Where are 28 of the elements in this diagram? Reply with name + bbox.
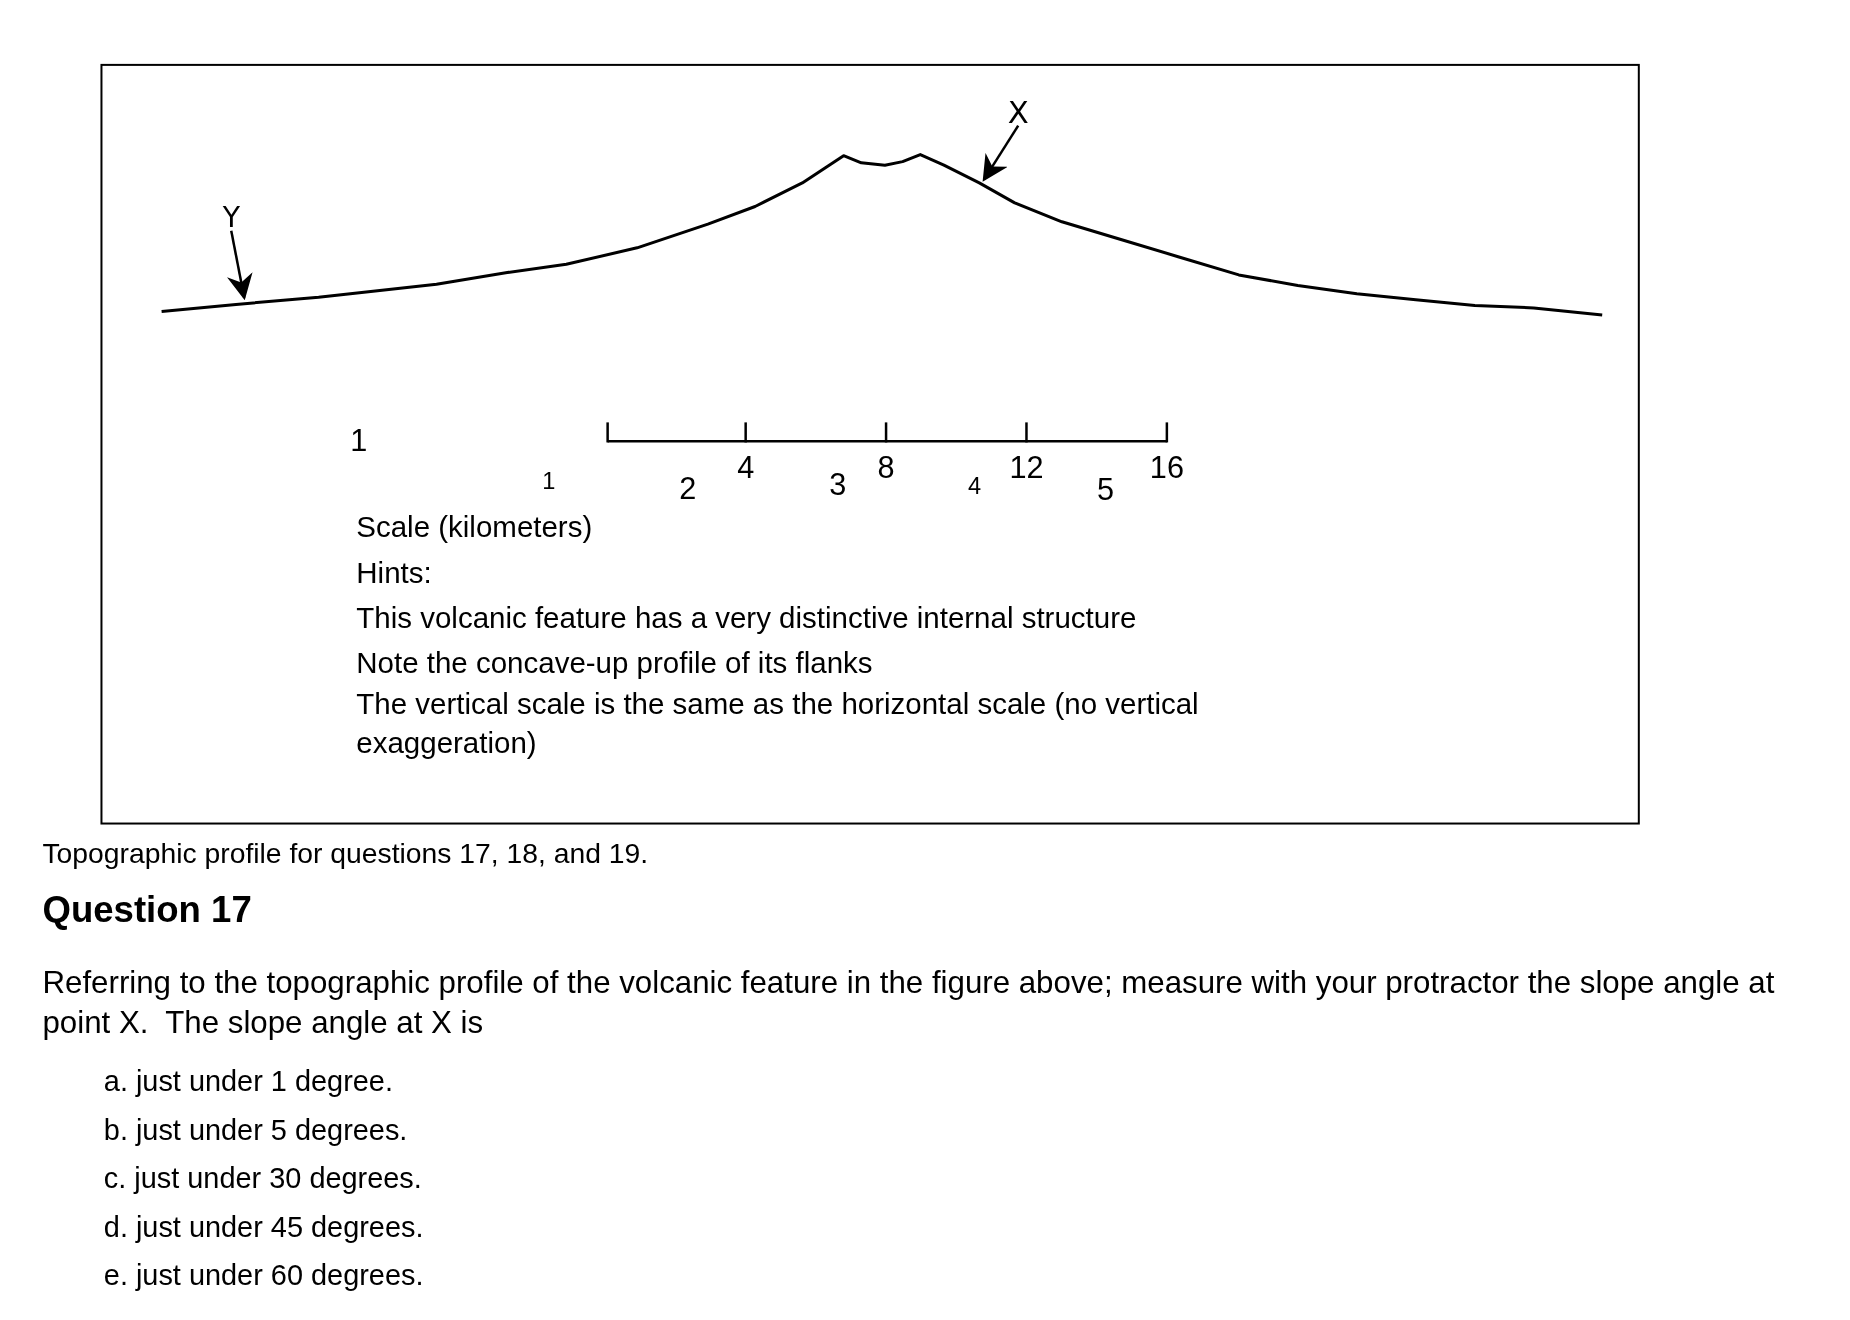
point-label: X [1007,94,1029,130]
stray-number: 1 [542,467,556,495]
hint-text: This volcanic feature has a very distinctive internal structure [356,601,1137,636]
scale-tick-label: 12 [1009,449,1044,485]
scale-tick-label: 4 [737,449,755,485]
hint-text: The vertical scale is the same as the horizontal scale (no vertical exaggeration) [356,686,1200,761]
question-heading: Question 17 [42,888,252,931]
answer-option: b. just under 5 degrees. [103,1113,408,1147]
answer-option: e. just under 60 degrees. [103,1258,424,1293]
scale-tick-label: 16 [1149,449,1184,485]
topographic-profile-line [161,153,1603,317]
stray-number: 4 [968,472,982,500]
hints-heading: Hints: [356,556,432,591]
scale-title: Scale (kilometers) [356,510,593,545]
answer-option: a. just under 1 degree. [103,1065,393,1099]
point-label: Y [222,201,241,235]
scale-tick-label: 8 [877,449,895,485]
question-text: Referring to the topographic profile of the volcanic feature in the figure above; measure with your protractor the slope angle at point X. The slope angle at X is [42,963,1776,1043]
arrow [227,230,253,301]
stray-number: 2 [679,470,697,507]
stray-number: 5 [1097,472,1115,508]
stray-number: 1 [350,422,368,458]
figure-caption: Topographic profile for questions 17, 18, and 19. [42,836,649,870]
stray-number: 3 [829,467,847,503]
hint-text: Note the concave-up profile of its flanks [356,646,873,680]
answer-option: d. just under 45 degrees. [103,1210,424,1244]
arrow [982,124,1020,182]
answer-option: c. just under 30 degrees. [103,1162,422,1196]
